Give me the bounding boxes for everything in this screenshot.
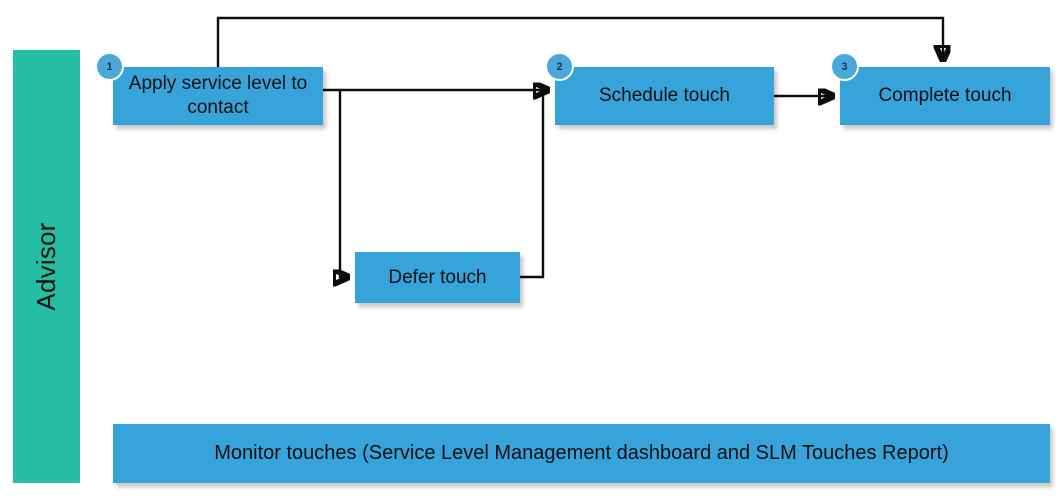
connector-apply-to-complete-loop	[216, 16, 943, 67]
node-label: Monitor touches (Service Level Managemen…	[214, 442, 949, 464]
swimlane-advisor: Advisor	[13, 50, 80, 483]
node-label: Defer touch	[388, 266, 487, 288]
node-complete-touch[interactable]: Complete touch	[840, 67, 1050, 125]
step-badge-1: 1	[95, 52, 124, 81]
step-badge-2: 2	[545, 52, 574, 81]
step-badge-number: 3	[841, 60, 848, 73]
node-label: Schedule touch	[599, 85, 730, 107]
step-badge-number: 1	[106, 60, 113, 73]
node-apply-service-level[interactable]: Apply service level to contact	[113, 67, 323, 125]
step-badge-3: 3	[830, 52, 859, 81]
node-label: Apply service level to contact	[128, 73, 308, 118]
connector-apply-to-defer	[340, 91, 348, 277]
node-label: Complete touch	[878, 85, 1012, 107]
node-defer-touch[interactable]: Defer touch	[355, 252, 520, 303]
step-badge-number: 2	[556, 60, 563, 73]
node-monitor-touches[interactable]: Monitor touches (Service Level Managemen…	[113, 424, 1050, 483]
node-schedule-touch[interactable]: Schedule touch	[555, 67, 774, 125]
connector-defer-to-schedule	[520, 91, 545, 279]
